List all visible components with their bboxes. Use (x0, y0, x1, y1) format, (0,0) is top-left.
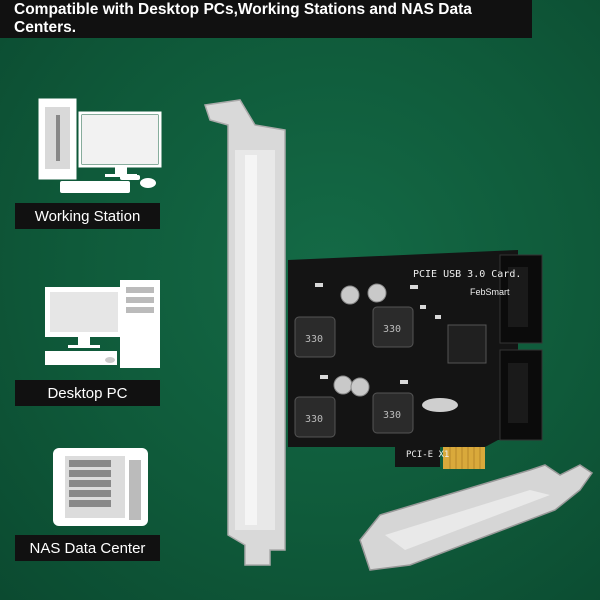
low-profile-bracket (359, 464, 594, 571)
pcie-usb-card-photo: 330 330 330 330 (204, 99, 594, 571)
svg-text:330: 330 (305, 334, 323, 345)
card-title: PCIE USB 3.0 Card. (413, 269, 521, 280)
nas-data-center-label: NAS Data Center (15, 535, 160, 561)
working-station-label: Working Station (15, 203, 160, 229)
desktop-pc-label: Desktop PC (15, 380, 160, 406)
desktop-pc-icon (45, 280, 160, 368)
full-height-bracket (204, 99, 286, 566)
card-brand: FebSmart (470, 287, 510, 297)
card-slot-label: PCI-E X1 (406, 450, 449, 460)
compatibility-banner: Compatible with Desktop PCs,Working Stat… (0, 0, 532, 38)
svg-text:330: 330 (383, 410, 401, 421)
workstation-icon (38, 98, 162, 193)
pcb-board: 330 330 330 330 (288, 250, 543, 469)
nas-server-icon (53, 448, 148, 526)
svg-text:330: 330 (305, 414, 323, 425)
svg-text:330: 330 (383, 324, 401, 335)
